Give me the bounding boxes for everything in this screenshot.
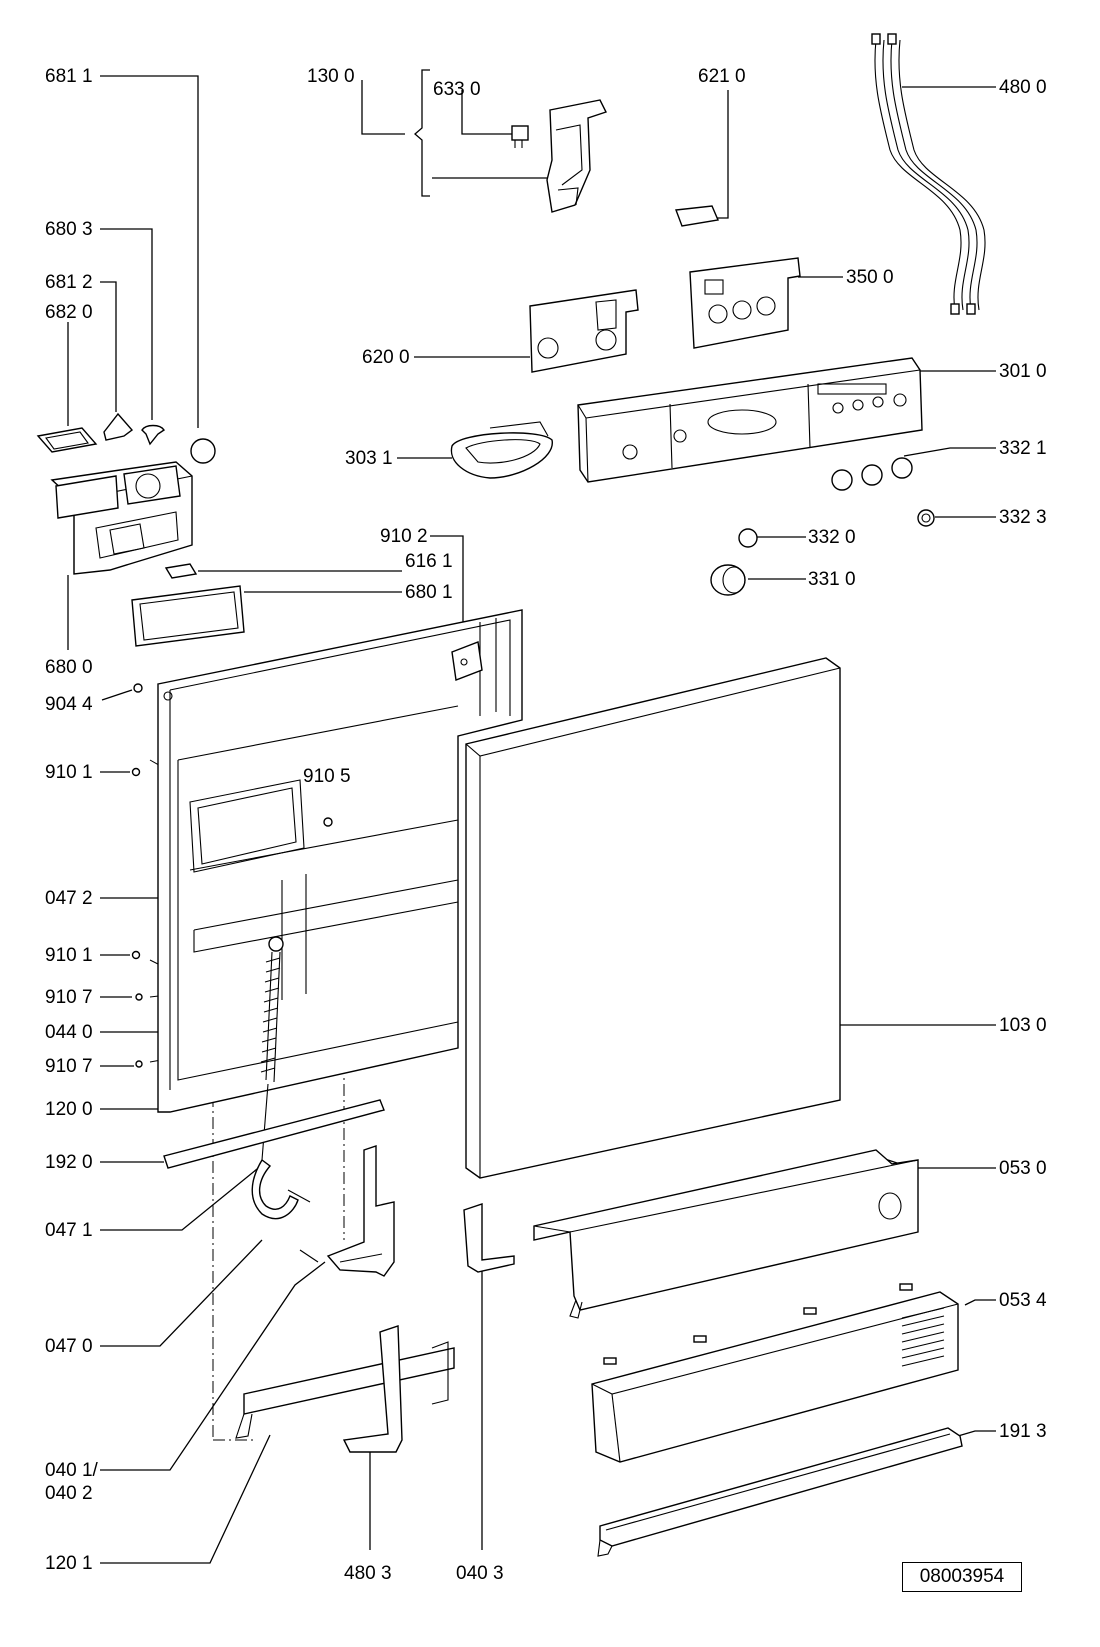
label-680-1: 680 1 xyxy=(405,582,453,603)
side-bracket xyxy=(463,1203,515,1273)
label-332-3: 332 3 xyxy=(999,507,1047,528)
label-910-7-upper: 910 7 xyxy=(45,987,93,1008)
label-120-1: 120 1 xyxy=(45,1553,93,1574)
label-904-4: 904 4 xyxy=(45,694,93,715)
label-621-0: 621 0 xyxy=(698,66,746,87)
label-040-1: 040 1/ xyxy=(45,1460,98,1481)
label-047-1: 047 1 xyxy=(45,1220,93,1241)
push-buttons xyxy=(710,457,935,596)
label-130-0: 130 0 xyxy=(307,66,355,87)
label-040-2: 040 2 xyxy=(45,1483,93,1504)
detergent-dispenser xyxy=(50,461,193,575)
hinge-bracket xyxy=(326,1145,395,1277)
plinth-cover xyxy=(591,1283,959,1463)
label-910-1-upper: 910 1 xyxy=(45,762,93,783)
label-047-0: 047 0 xyxy=(45,1336,93,1357)
label-303-1: 303 1 xyxy=(345,448,393,469)
sensor-board xyxy=(675,205,719,227)
label-120-0: 120 0 xyxy=(45,1099,93,1120)
dispenser-gasket xyxy=(131,585,245,647)
label-680-3: 680 3 xyxy=(45,219,93,240)
wiring-harness xyxy=(871,33,986,315)
label-331-0: 331 0 xyxy=(808,569,856,590)
door-handle xyxy=(450,421,553,479)
label-620-0: 620 0 xyxy=(362,347,410,368)
door-seal-strip xyxy=(163,1099,385,1169)
label-480-0: 480 0 xyxy=(999,77,1047,98)
label-480-3: 480 3 xyxy=(344,1563,392,1584)
label-682-0: 682 0 xyxy=(45,302,93,323)
label-681-2: 681 2 xyxy=(45,272,93,293)
screws xyxy=(131,683,333,1068)
detergent-dispenser-parts xyxy=(36,412,216,464)
label-332-1: 332 1 xyxy=(999,438,1047,459)
label-040-3: 040 3 xyxy=(456,1563,504,1584)
label-192-0: 192 0 xyxy=(45,1152,93,1173)
inner-door-panel xyxy=(157,609,523,1113)
kick-plate xyxy=(533,1149,919,1319)
label-044-0: 044 0 xyxy=(45,1022,93,1043)
label-191-3: 191 3 xyxy=(999,1421,1047,1442)
lower-door-strip xyxy=(235,1325,455,1453)
label-047-2: 047 2 xyxy=(45,888,93,909)
label-910-5: 910 5 xyxy=(303,766,351,787)
outer-door-panel xyxy=(465,657,841,1179)
leader-lines xyxy=(67,69,996,1564)
label-301-0: 301 0 xyxy=(999,361,1047,382)
label-350-0: 350 0 xyxy=(846,267,894,288)
label-053-4: 053 4 xyxy=(999,1290,1047,1311)
label-680-0: 680 0 xyxy=(45,657,93,678)
label-910-1-lower: 910 1 xyxy=(45,945,93,966)
label-910-7-lower: 910 7 xyxy=(45,1056,93,1077)
label-681-1: 681 1 xyxy=(45,66,93,87)
drawing-reference-number: 08003954 xyxy=(902,1562,1022,1592)
label-332-0: 332 0 xyxy=(808,527,856,548)
label-103-0: 103 0 xyxy=(999,1015,1047,1036)
electronic-board xyxy=(689,257,801,349)
label-633-0: 633 0 xyxy=(433,79,481,100)
control-panel xyxy=(577,357,923,483)
label-616-1: 616 1 xyxy=(405,551,453,572)
bottom-trim-strip xyxy=(597,1427,963,1557)
label-053-0: 053 0 xyxy=(999,1158,1047,1179)
control-board xyxy=(529,289,639,373)
label-910-2: 910 2 xyxy=(380,526,428,547)
dispenser-clip xyxy=(164,563,198,579)
cable-pulley xyxy=(251,1158,319,1263)
door-spring xyxy=(260,936,284,1161)
door-latch-assembly xyxy=(511,99,607,213)
